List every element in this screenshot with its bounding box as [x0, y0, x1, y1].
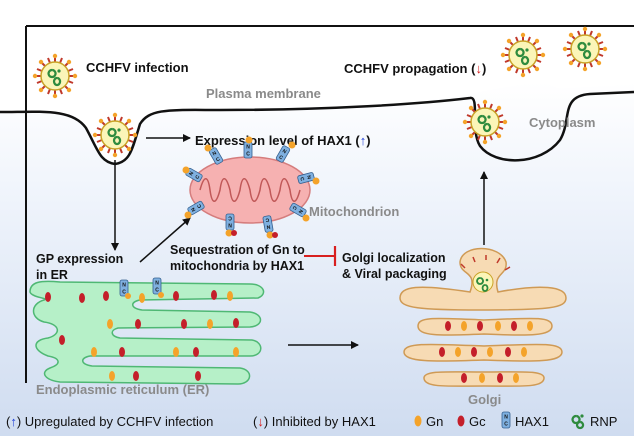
- infection-label: CCHFV infection: [86, 60, 189, 75]
- hax1-icon: [152, 277, 162, 295]
- golgi-localization-label: Golgi localization& Viral packaging: [342, 251, 447, 281]
- gc-on-golgi: [439, 321, 517, 383]
- virion-endocytosed: [91, 111, 139, 159]
- golgi-spikes: [460, 255, 511, 271]
- golgi-label: Golgi: [468, 392, 501, 407]
- legend-hax1: HAX1: [515, 414, 549, 429]
- legend-upregulated: (↑) Upregulated by CCHFV infection: [6, 414, 213, 429]
- golgi-virion: [472, 271, 494, 293]
- arrow-to-mitochondrion: [139, 217, 191, 263]
- propagation-label: CCHFV propagation (↓): [344, 61, 486, 76]
- virion-budding: [461, 98, 509, 146]
- legend: (↑) Upregulated by CCHFV infection (↓) I…: [6, 411, 617, 430]
- down-arrow-icon: ↓: [257, 414, 264, 429]
- er-label: Endoplasmic reticulum (ER): [36, 382, 209, 397]
- rnp-legend-icon: [571, 414, 585, 430]
- gn-dot: [158, 292, 164, 298]
- gn-legend-icon: [414, 415, 422, 427]
- plasma-membrane: [0, 90, 634, 166]
- hax1-icon: [243, 141, 253, 159]
- legend-gc: Gc: [469, 414, 486, 429]
- hax1-legend-icon: [501, 411, 511, 429]
- endoplasmic-reticulum: [29, 280, 265, 385]
- legend-rnp: RNP: [590, 414, 617, 429]
- up-arrow-icon: ↑: [360, 133, 367, 148]
- legend-gn: Gn: [426, 414, 443, 429]
- virion-released-1: [499, 31, 547, 79]
- down-arrow-icon: ↓: [475, 61, 482, 76]
- mitochondrion: [189, 156, 311, 224]
- plasma-membrane-label: Plasma membrane: [206, 86, 321, 101]
- gn-on-er: [91, 291, 239, 381]
- gc-on-mitochondrion: [231, 230, 278, 238]
- gn-on-mitochondrion: [182, 136, 320, 239]
- mitochondrion-label: Mitochondrion: [309, 204, 399, 219]
- legend-inhibited: (↓) Inhibited by HAX1: [253, 414, 376, 429]
- hax1-expression-label: Expression level of HAX1 (↑): [195, 133, 371, 148]
- hax1-icon: [225, 213, 235, 231]
- gc-on-er: [45, 290, 239, 381]
- cytoplasm-label: Cytoplasm: [529, 115, 595, 130]
- virion-released-2: [561, 25, 609, 73]
- up-arrow-icon: ↑: [10, 414, 17, 429]
- virion-infecting: [31, 52, 79, 100]
- gc-legend-icon: [457, 415, 465, 427]
- gn-on-golgi: [455, 321, 533, 383]
- gn-dot: [125, 293, 131, 299]
